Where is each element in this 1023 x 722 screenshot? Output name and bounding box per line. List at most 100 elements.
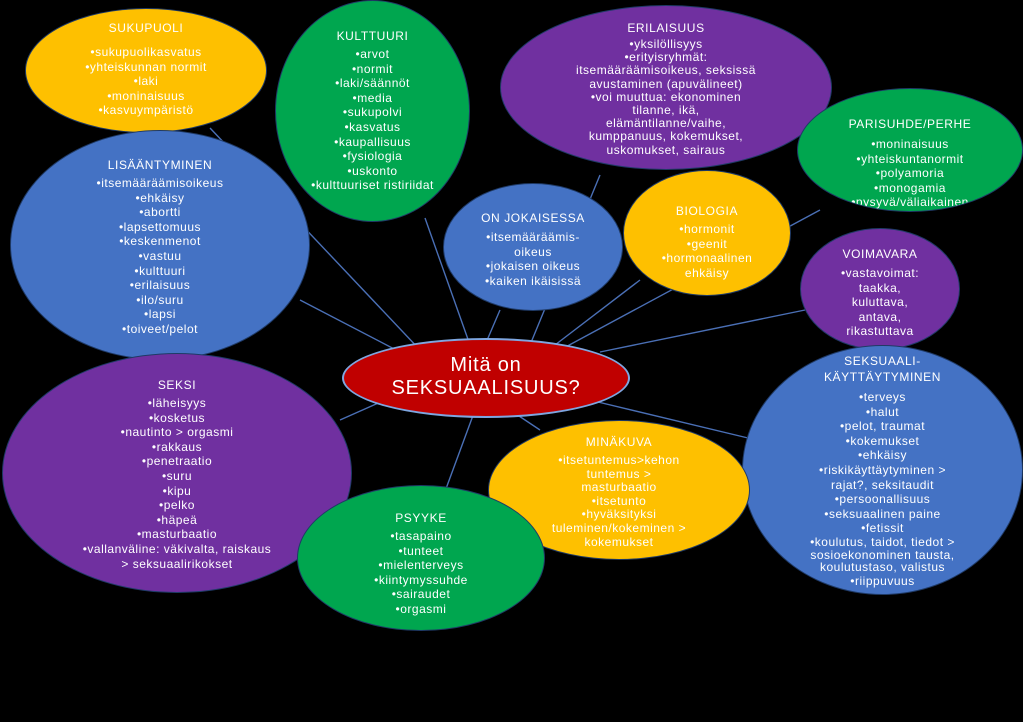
list-item: läheisyys bbox=[3, 396, 351, 411]
bubble-list: vastavoimat: taakka, kuluttava, antava, … bbox=[801, 266, 959, 339]
list-item: pelko bbox=[3, 498, 351, 513]
list-item: itsetunto bbox=[489, 494, 749, 509]
list-item: hormonit bbox=[624, 222, 790, 237]
bubble-title: PARISUHDE/PERHE bbox=[848, 117, 972, 131]
list-item: ehkäisy bbox=[743, 448, 1022, 463]
list-item: seksuaalinen paine bbox=[743, 507, 1022, 522]
bubble-sukupuoli: SUKUPUOLI sukupuolikasvatus yhteiskunnan… bbox=[25, 8, 267, 133]
list-item: pysyvä/väliaikainen bbox=[798, 195, 1022, 210]
list-item: hormonaalinen ehkäisy bbox=[624, 251, 790, 280]
bubble-erilaisuus: ERILAISUUS yksilöllisyys erityisryhmät: … bbox=[500, 5, 832, 170]
list-item: riippuvuus bbox=[743, 574, 1022, 589]
list-item: koulutus, taidot, tiedot > sosioekonomin… bbox=[743, 536, 1022, 574]
bubble-lisaantyminen: LISÄÄNTYMINEN itsemääräämisoikeus ehkäis… bbox=[10, 130, 310, 360]
bubble-list: yksilöllisyys erityisryhmät: itsemäärääm… bbox=[501, 37, 831, 157]
list-item: kipu bbox=[3, 484, 351, 499]
list-item: fetissit bbox=[743, 521, 1022, 536]
list-item: kosketus bbox=[3, 411, 351, 426]
list-item: kasvuympäristö bbox=[26, 103, 266, 118]
bubble-list: moninaisuus yhteiskuntanormit polyamoria… bbox=[798, 137, 1022, 210]
list-item: halut bbox=[743, 405, 1022, 420]
list-item: laki/säännöt bbox=[276, 76, 469, 91]
list-item: tunteet bbox=[298, 544, 544, 559]
list-item: kaupallisuus bbox=[276, 135, 469, 150]
list-item: penetraatio bbox=[3, 454, 351, 469]
bubble-on-jokaisessa: ON JOKAISESSA itsemääräämis- oikeus joka… bbox=[443, 183, 623, 311]
bubble-title: SUKUPUOLI bbox=[108, 21, 184, 35]
bubble-list: sukupuolikasvatus yhteiskunnan normit la… bbox=[26, 45, 266, 118]
list-item: normit bbox=[276, 62, 469, 77]
list-item: moninaisuus bbox=[798, 137, 1022, 152]
list-item: erityisryhmät: itsemääräämisoikeus, seks… bbox=[501, 51, 831, 91]
list-item: persoonallisuus bbox=[743, 492, 1022, 507]
list-item: erilaisuus bbox=[11, 278, 309, 293]
bubble-list: hormonit geenit hormonaalinen ehkäisy bbox=[624, 222, 790, 280]
list-item: yksilöllisyys bbox=[501, 37, 831, 51]
list-item: vallanväline: väkivalta, raiskaus > seks… bbox=[3, 542, 351, 571]
list-item: yhteiskunnan normit bbox=[26, 60, 266, 75]
list-item: orgasmi bbox=[298, 602, 544, 617]
list-item: sairaudet bbox=[298, 587, 544, 602]
list-item: tasapaino bbox=[298, 529, 544, 544]
bubble-list: itsemääräämis- oikeus jokaisen oikeus ka… bbox=[444, 230, 622, 288]
list-item: keskenmenot bbox=[11, 234, 309, 249]
bubble-seksi: SEKSI läheisyys kosketus nautinto > orga… bbox=[2, 353, 352, 593]
list-item: geenit bbox=[624, 237, 790, 252]
list-item: moninaisuus bbox=[26, 89, 266, 104]
center-bubble: Mitä on SEKSUAALISUUS? bbox=[342, 338, 630, 418]
bubble-title: MINÄKUVA bbox=[585, 435, 653, 449]
bubble-title: ON JOKAISESSA bbox=[481, 211, 585, 225]
bubble-voimavara: VOIMAVARA vastavoimat: taakka, kuluttava… bbox=[800, 228, 960, 350]
bubble-minakuva: MINÄKUVA itsetuntemus>kehon tuntemus > m… bbox=[488, 420, 750, 560]
list-item: kasvatus bbox=[276, 120, 469, 135]
list-item: nautinto > orgasmi bbox=[3, 425, 351, 440]
bubble-list: tasapaino tunteet mielenterveys kiintymy… bbox=[298, 529, 544, 617]
list-item: monogamia bbox=[798, 181, 1022, 196]
bubble-title: PSYYKE bbox=[395, 511, 447, 525]
bubble-title: VOIMAVARA bbox=[842, 247, 918, 261]
bubble-list: itsetuntemus>kehon tuntemus > masturbaat… bbox=[489, 453, 749, 549]
list-item: vastuu bbox=[11, 249, 309, 264]
list-item: häpeä bbox=[3, 513, 351, 528]
list-item: kulttuuri bbox=[11, 264, 309, 279]
bubble-title: ERILAISUUS bbox=[627, 21, 705, 35]
connector-line bbox=[299, 299, 401, 353]
list-item: abortti bbox=[11, 205, 309, 220]
bubble-title: BIOLOGIA bbox=[675, 204, 739, 218]
center-title: Mitä on SEKSUAALISUUS? bbox=[391, 354, 581, 399]
bubble-title: SEKSUAALI- KÄYTTÄYTYMINEN bbox=[823, 354, 942, 384]
list-item: toiveet/pelot bbox=[11, 322, 309, 337]
bubble-list: läheisyys kosketus nautinto > orgasmi ra… bbox=[3, 396, 351, 571]
bubble-title: SEKSI bbox=[157, 378, 197, 392]
list-item: terveys bbox=[743, 390, 1022, 405]
list-item: vastavoimat: taakka, kuluttava, antava, … bbox=[801, 266, 959, 339]
list-item: arvot bbox=[276, 47, 469, 62]
list-item: lapsi bbox=[11, 307, 309, 322]
bubble-list: terveys halut pelot, traumat kokemukset … bbox=[743, 390, 1022, 588]
list-item: kulttuuriset ristiriidat bbox=[276, 178, 469, 193]
list-item: kiintymyssuhde bbox=[298, 573, 544, 588]
list-item: hyväksityksi tuleminen/kokeminen > kokem… bbox=[489, 508, 749, 549]
bubble-psyyke: PSYYKE tasapaino tunteet mielenterveys k… bbox=[297, 485, 545, 631]
list-item: masturbaatio bbox=[3, 527, 351, 542]
list-item: lapsettomuus bbox=[11, 220, 309, 235]
list-item: laki bbox=[26, 74, 266, 89]
list-item: itsemääräämisoikeus bbox=[11, 176, 309, 191]
list-item: voi muuttua: ekonominen tilanne, ikä, el… bbox=[501, 90, 831, 157]
bubble-list: itsemääräämisoikeus ehkäisy abortti laps… bbox=[11, 176, 309, 337]
list-item: uskonto bbox=[276, 164, 469, 179]
bubble-title: KULTTUURI bbox=[336, 29, 409, 43]
bubble-biologia: BIOLOGIA hormonit geenit hormonaalinen e… bbox=[623, 170, 791, 296]
list-item: sukupuolikasvatus bbox=[26, 45, 266, 60]
list-item: itsemääräämis- oikeus bbox=[444, 230, 622, 259]
list-item: fysiologia bbox=[276, 149, 469, 164]
list-item: media bbox=[276, 91, 469, 106]
list-item: itsetuntemus>kehon tuntemus > masturbaat… bbox=[489, 453, 749, 495]
list-item: kaiken ikäisissä bbox=[444, 274, 622, 289]
connector-line bbox=[554, 279, 641, 346]
list-item: rakkaus bbox=[3, 440, 351, 455]
list-item: suru bbox=[3, 469, 351, 484]
list-item: polyamoria bbox=[798, 166, 1022, 181]
list-item: ehkäisy bbox=[11, 191, 309, 206]
connector-line bbox=[599, 309, 806, 353]
